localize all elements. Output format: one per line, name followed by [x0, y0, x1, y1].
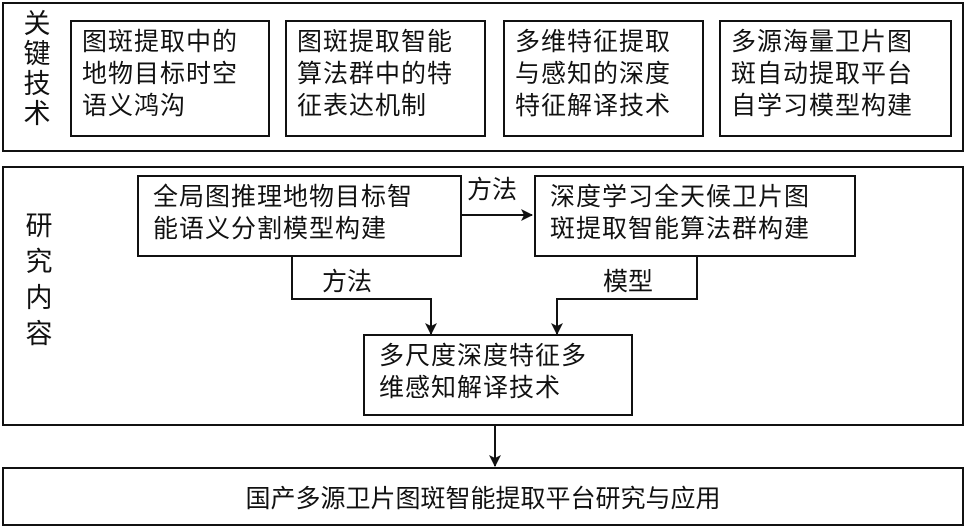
text-line: 全局图推理地物目标智 — [153, 182, 414, 211]
text-line: 语义鸿沟 — [82, 91, 187, 120]
research-label: 研 究 内 容 — [24, 212, 54, 350]
research-node-c: 多尺度深度特征多 维感知解译技术 — [363, 334, 633, 416]
label-char: 技 — [23, 69, 51, 100]
label-char: 研 — [25, 211, 53, 242]
text-line: 多源海量卫片图 — [731, 27, 914, 56]
text-line: 图斑提取智能 — [297, 27, 454, 56]
edge-label-b-to-c: 模型 — [603, 267, 654, 296]
label-char: 容 — [25, 319, 53, 350]
text-line: 能语义分割模型构建 — [153, 214, 388, 243]
text-line: 深度学习全天候卫片图 — [550, 182, 811, 211]
label-char: 究 — [25, 247, 53, 278]
label-char: 内 — [25, 283, 53, 314]
research-node-a: 全局图推理地物目标智 能语义分割模型构建 — [137, 175, 462, 257]
final-outcome-text: 国产多源卫片图斑智能提取平台研究与应用 — [245, 483, 721, 513]
text-line: 特征解译技术 — [515, 91, 672, 120]
text-line: 斑提取智能算法群构建 — [550, 214, 811, 243]
edge-a-to-c — [291, 256, 437, 335]
text-line: 征表达机制 — [297, 91, 428, 120]
text-line: 图斑提取中的 — [82, 27, 239, 56]
key-tech-item-2: 图斑提取智能 算法群中的特 征表达机制 — [285, 20, 486, 137]
text-line: 地物目标时空 — [82, 59, 239, 88]
text-line: 算法群中的特 — [297, 59, 454, 88]
label-char: 键 — [23, 39, 51, 70]
label-char: 术 — [23, 99, 51, 130]
text-line: 自学习模型构建 — [731, 91, 914, 120]
edge-label-a-to-c: 方法 — [322, 267, 373, 296]
edge-label-a-to-b: 方法 — [467, 175, 518, 204]
final-outcome-box: 国产多源卫片图斑智能提取平台研究与应用 — [2, 467, 964, 526]
key-tech-item-1: 图斑提取中的 地物目标时空 语义鸿沟 — [70, 20, 270, 137]
edge-b-to-c — [551, 256, 698, 335]
text-line: 多尺度深度特征多 — [379, 341, 588, 370]
text-line: 多维特征提取 — [515, 27, 672, 56]
key-tech-item-3: 多维特征提取 与感知的深度 特征解译技术 — [503, 20, 704, 137]
research-node-b: 深度学习全天候卫片图 斑提取智能算法群构建 — [534, 175, 856, 257]
key-tech-item-4: 多源海量卫片图 斑自动提取平台 自学习模型构建 — [719, 20, 952, 137]
key-tech-label: 关 键 技 术 — [22, 10, 52, 130]
text-line: 斑自动提取平台 — [731, 59, 914, 88]
label-char: 关 — [23, 9, 51, 40]
text-line: 与感知的深度 — [515, 59, 672, 88]
text-line: 维感知解译技术 — [379, 373, 562, 402]
